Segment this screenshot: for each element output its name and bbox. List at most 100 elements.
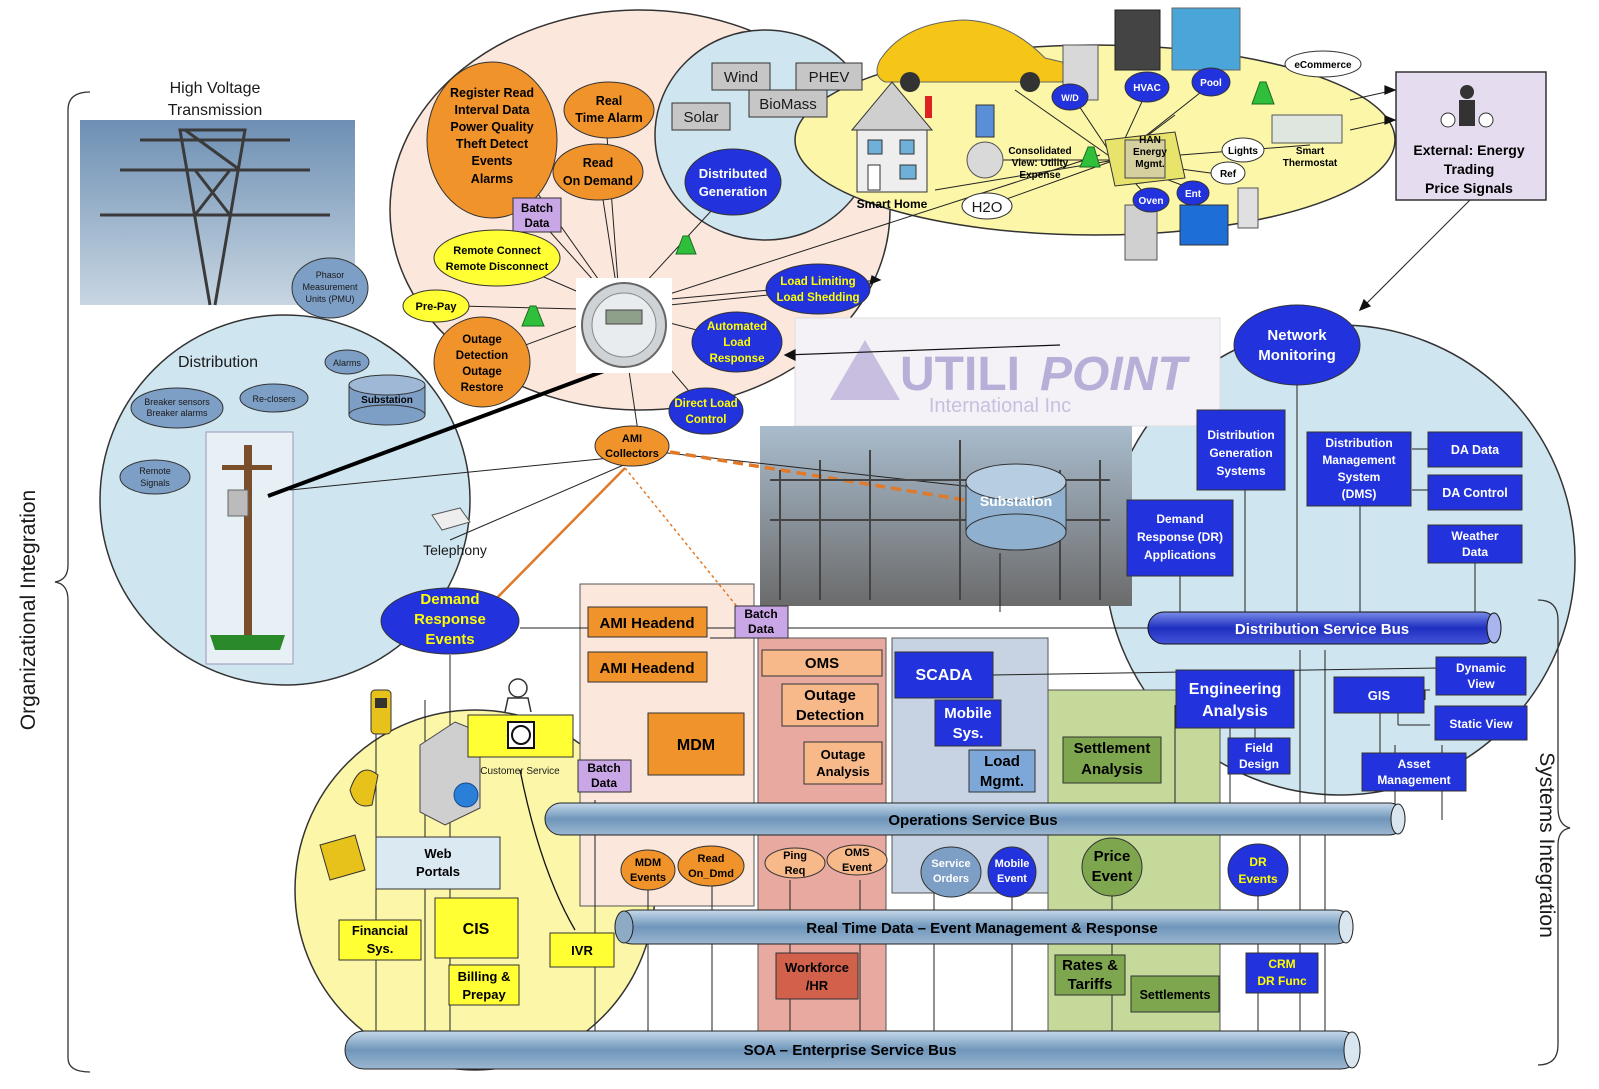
financial-sys-box (338, 919, 422, 961)
real-time-alarm-label-1: Real (596, 94, 622, 108)
remote-connect-label-1: Remote Connect (453, 245, 541, 257)
transmission-tower-icon (100, 128, 330, 306)
ami-collectors-label-2: Collectors (605, 448, 659, 460)
network-monitoring-label-2: Monitoring (1258, 347, 1335, 364)
field-design-label-2: Design (1239, 757, 1279, 771)
water-meter-icon (966, 104, 1004, 179)
right-side-label: Systems Integration (1535, 752, 1558, 938)
trader-icon (1440, 85, 1494, 128)
real-time-alarm-label-2: Time Alarm (575, 111, 642, 125)
oms-event-label-2: Event (842, 862, 872, 874)
real-time-data-bus: Real Time Data – Event Management & Resp… (614, 909, 1354, 945)
read-on-dmd-label-2: On_Dmd (688, 868, 734, 880)
ami-nodes: Register Read Interval Data Power Qualit… (402, 61, 871, 467)
ping-req-node (764, 847, 826, 879)
load-limiting-label-2: Load Shedding (776, 292, 859, 304)
mdm-label: MDM (677, 737, 715, 754)
center-substation-icon: Substation (965, 463, 1067, 551)
register-read-label-5: Events (472, 154, 513, 168)
cis-box (434, 897, 519, 959)
consolidated-label-1: Consolidated (1008, 146, 1071, 157)
crm-label-2: DR Func (1257, 974, 1307, 988)
ops-bus-label: Operations Service Bus (888, 812, 1057, 829)
soa-enterprise-bus: SOA – Enterprise Service Bus (344, 1030, 1361, 1070)
dg-systems-label-3: Systems (1216, 464, 1266, 478)
center-batch-data-box-2 (577, 759, 632, 793)
outage-analysis-label-2: Analysis (816, 764, 869, 779)
dr-apps-label-1: Demand (1156, 512, 1203, 526)
dr-applications-box (1126, 499, 1234, 577)
demand-response-events-node (380, 587, 520, 655)
outage-label-3: Outage (462, 366, 502, 378)
da-control-label: DA Control (1442, 486, 1508, 500)
field-design-box (1227, 737, 1291, 775)
workforce-box (775, 952, 859, 1000)
workforce-label-2: /HR (806, 978, 829, 993)
distributed-generation-label-2: Generation (699, 184, 768, 199)
register-read-label-2: Interval Data (454, 103, 530, 117)
operations-service-bus: Operations Service Bus (544, 802, 1406, 836)
server-icon (419, 721, 481, 826)
meter-to-pole-line (267, 366, 613, 498)
read-on-demand-label-1: Read (583, 156, 614, 170)
lights-label: Lights (1228, 146, 1258, 157)
oven-label: Oven (1138, 196, 1163, 207)
ref-label: Ref (1220, 169, 1237, 180)
outage-label-4: Restore (461, 382, 504, 394)
money-bag-icon (1079, 81, 1275, 168)
transmission-group: High Voltage Transmission Phasor Measure… (100, 80, 369, 319)
alarms-label: Alarms (333, 358, 362, 368)
customer-nodes: Customer Service Web Portals Financial S… (319, 678, 615, 1006)
dg-systems-box (1196, 409, 1286, 491)
telephony-label: Telephony (423, 542, 487, 558)
crm-box (1245, 952, 1319, 994)
outage-analysis-label-1: Outage (821, 747, 866, 762)
rates-tariffs-box (1054, 954, 1126, 996)
web-portals-label-2: Portals (416, 864, 460, 879)
mdm-box (647, 712, 745, 776)
remote-signals-label: Remote (139, 466, 171, 476)
distributed-generation-node (684, 148, 782, 216)
wind-box (711, 62, 771, 91)
house-icon (850, 81, 934, 193)
ecommerce-node (1284, 50, 1362, 78)
register-read-label-6: Alarms (471, 172, 513, 186)
settlements-box (1130, 975, 1220, 1013)
load-limiting-node (765, 263, 871, 315)
substation-photo (760, 426, 1132, 606)
rates-label-1: Rates & (1062, 957, 1118, 974)
dr-events-small-label-1: DR (1249, 855, 1267, 869)
han-label-1: HAN (1139, 135, 1161, 146)
real-time-alarm-node (563, 81, 655, 139)
crm-label-1: CRM (1268, 957, 1295, 971)
wd-node (1051, 83, 1089, 111)
automated-load-label-3: Response (710, 353, 765, 365)
dms-label-2: Management (1322, 453, 1395, 467)
distribution-group: Distribution Alarms Breaker sensors Brea… (119, 349, 487, 665)
pmu-label: Phasor (316, 270, 345, 280)
mobile-event-label-2: Event (997, 873, 1027, 885)
da-control-box (1427, 474, 1523, 511)
ami-headend-box-1 (587, 606, 708, 638)
ref-node (1210, 161, 1246, 185)
dr-events-label-3: Events (425, 631, 474, 648)
static-view-label: Static View (1449, 717, 1513, 731)
pre-pay-label: Pre-Pay (416, 301, 458, 313)
gis-box (1333, 676, 1425, 714)
ivr-label: IVR (571, 943, 593, 958)
settlements-label: Settlements (1140, 988, 1211, 1002)
center-substation-label: Substation (980, 493, 1052, 509)
center-batch-data-label-1: Batch (744, 607, 777, 621)
ami-batch-data-box (512, 197, 562, 233)
mobile-sys-box (934, 699, 1002, 747)
mdm-events-node (620, 849, 676, 891)
ent-node (1176, 180, 1210, 206)
external-label-3: Price Signals (1425, 180, 1513, 196)
remote-connect-node (433, 229, 561, 287)
dynamic-view-label-2: View (1467, 677, 1495, 691)
gis-label: GIS (1368, 688, 1391, 703)
dg-systems-label-2: Generation (1209, 446, 1272, 460)
collector-to-substation-dashed (669, 450, 966, 502)
network-nodes: Network Monitoring Distribution Generati… (1126, 304, 1528, 792)
